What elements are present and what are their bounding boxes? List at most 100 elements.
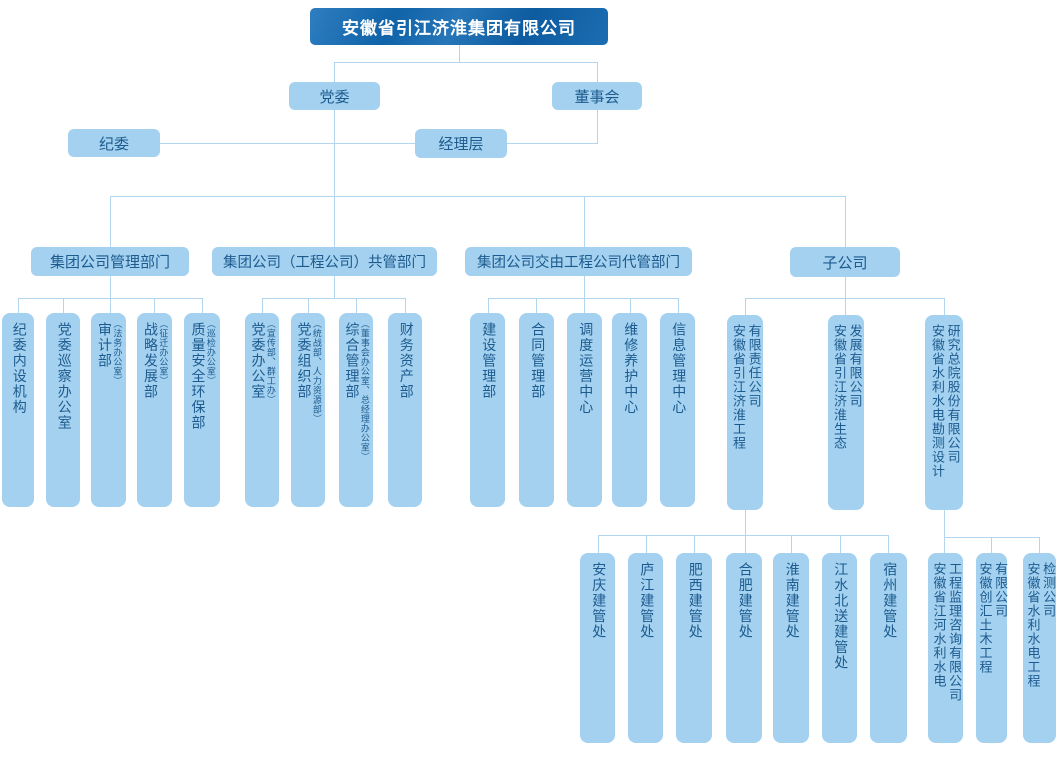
- node-label: 安徽省引江济淮工程 有限责任公司: [730, 324, 761, 450]
- node-general-management-dept: 综合管理部 （董事会办公室、总经理办公室）: [339, 313, 373, 507]
- connector-line: [745, 298, 746, 315]
- node-label: 肥西建管处: [686, 562, 703, 640]
- node-label: 党委巡察办公室: [55, 322, 72, 431]
- connector-line: [18, 298, 202, 299]
- connector-line: [630, 298, 631, 313]
- connector-line: [262, 298, 263, 313]
- connector-line: [791, 535, 792, 553]
- connector-line: [356, 298, 357, 313]
- node-label: 质量安全环保部: [189, 322, 206, 431]
- connector-line: [18, 298, 19, 313]
- node-maintenance-center: 维修养护中心: [612, 313, 647, 507]
- node-label: 宿州建管处: [881, 562, 898, 640]
- node-dispatch-operations-center: 调度运营中心: [567, 313, 602, 507]
- connector-line: [334, 110, 335, 247]
- node-sublabel: （董事会办公室、总经理办公室）: [358, 319, 369, 462]
- connector-line: [745, 510, 746, 535]
- node-chuanghui-civil-co: 安徽创汇土木工程 有限公司: [976, 553, 1007, 743]
- node-audit-dept: 审计部 （法务办公室）: [91, 313, 126, 507]
- node-construction-mgmt-dept: 建设管理部: [470, 313, 505, 507]
- node-label: 审计部: [96, 322, 113, 369]
- connector-line: [334, 276, 335, 298]
- connector-line: [405, 298, 406, 313]
- node-label: 淮南建管处: [783, 562, 800, 640]
- connector-line: [262, 298, 405, 299]
- connector-line: [1039, 537, 1040, 553]
- connector-line: [536, 298, 537, 313]
- connector-line: [308, 298, 309, 313]
- connector-line: [745, 298, 944, 299]
- connector-line: [507, 143, 597, 144]
- connector-line: [488, 298, 678, 299]
- connector-line: [598, 535, 888, 536]
- node-label: 庐江建管处: [638, 562, 655, 640]
- connector-line: [598, 535, 599, 553]
- node-contract-mgmt-dept: 合同管理部: [519, 313, 554, 507]
- connector-line: [678, 298, 679, 313]
- node-quality-safety-env-dept: 质量安全环保部 （巡检办公室）: [184, 313, 220, 507]
- node-label: 安徽省引江济淮生态 发展有限公司: [831, 324, 862, 450]
- connector-line: [888, 535, 889, 553]
- node-party-committee: 党委: [289, 82, 380, 110]
- node-hydro-testing-co: 安徽省水利水电工程 检测公司: [1023, 553, 1056, 743]
- node-board-of-directors: 董事会: [552, 82, 642, 110]
- node-jiangshui-beisong-office: 江水北送建管处: [822, 553, 857, 743]
- node-huainan-office: 淮南建管处: [773, 553, 809, 743]
- node-discipline-committee: 纪委: [68, 129, 160, 157]
- node-sublabel: （巡检办公室）: [204, 319, 215, 386]
- node-strategy-development-dept: 战略发展部 （征迁办公室）: [137, 313, 172, 507]
- group-header-subsidiaries: 子公司: [790, 247, 900, 277]
- connector-line: [110, 196, 845, 197]
- connector-line: [944, 510, 945, 553]
- node-label: 建设管理部: [480, 322, 497, 400]
- connector-line: [646, 535, 647, 553]
- node-survey-design-institute: 安徽省水利水电勘测设计 研究总院股份有限公司: [925, 315, 963, 510]
- root-node: 安徽省引江济淮集团有限公司: [310, 8, 608, 45]
- connector-line: [488, 298, 489, 313]
- connector-line: [840, 535, 841, 553]
- node-party-committee-office: 党委办公室 （宣传部、群工办）: [245, 313, 279, 507]
- group-header-management-depts: 集团公司管理部门: [31, 247, 189, 276]
- node-yinjiangjihuai-engineering-co: 安徽省引江济淮工程 有限责任公司: [727, 315, 763, 510]
- node-hefei-office: 合肥建管处: [726, 553, 762, 743]
- connector-line: [845, 277, 846, 298]
- node-anqing-office: 安庆建管处: [580, 553, 615, 743]
- node-label: 安庆建管处: [590, 562, 607, 640]
- node-label: 党委办公室: [249, 322, 266, 400]
- connector-line: [334, 62, 335, 82]
- group-header-joint-depts: 集团公司（工程公司）共管部门: [212, 247, 437, 276]
- node-label: 调度运营中心: [577, 322, 594, 415]
- node-label: 信息管理中心: [670, 322, 687, 415]
- node-label: 战略发展部: [142, 322, 159, 400]
- node-information-mgmt-center: 信息管理中心: [660, 313, 695, 507]
- connector-line: [597, 62, 598, 82]
- node-jianghe-supervision-co: 安徽省江河水利水电 工程监理咨询有限公司: [928, 553, 963, 743]
- node-label: 安徽省江河水利水电 工程监理咨询有限公司: [930, 562, 962, 702]
- node-lujiang-office: 庐江建管处: [628, 553, 663, 743]
- connector-line: [694, 535, 695, 553]
- node-label: 安徽省水利水电工程 检测公司: [1024, 562, 1056, 688]
- connector-line: [63, 298, 64, 313]
- connector-line: [110, 196, 111, 247]
- node-yinjiangjihuai-ecology-co: 安徽省引江济淮生态 发展有限公司: [828, 315, 864, 510]
- node-suzhou-office: 宿州建管处: [870, 553, 907, 743]
- node-sublabel: （统战部、人力资源部）: [310, 319, 321, 424]
- connector-line: [202, 298, 203, 313]
- connector-line: [845, 196, 846, 247]
- connector-line: [334, 62, 597, 63]
- node-label: 合同管理部: [529, 322, 546, 400]
- node-label: 财务资产部: [397, 322, 414, 400]
- connector-line: [845, 298, 846, 315]
- node-label: 综合管理部: [343, 322, 360, 400]
- connector-line: [154, 298, 155, 313]
- node-party-organization-dept: 党委组织部 （统战部、人力资源部）: [291, 313, 325, 507]
- node-party-inspection-office: 党委巡察办公室: [46, 313, 80, 507]
- node-sublabel: （法务办公室）: [111, 319, 122, 386]
- node-sublabel: （宣传部、群工办）: [264, 319, 275, 405]
- connector-line: [110, 276, 111, 313]
- node-label: 安徽省水利水电勘测设计 研究总院股份有限公司: [929, 324, 960, 478]
- connector-line: [745, 535, 746, 553]
- connector-line: [991, 537, 992, 553]
- node-discipline-internal-org: 纪委内设机构: [2, 313, 34, 507]
